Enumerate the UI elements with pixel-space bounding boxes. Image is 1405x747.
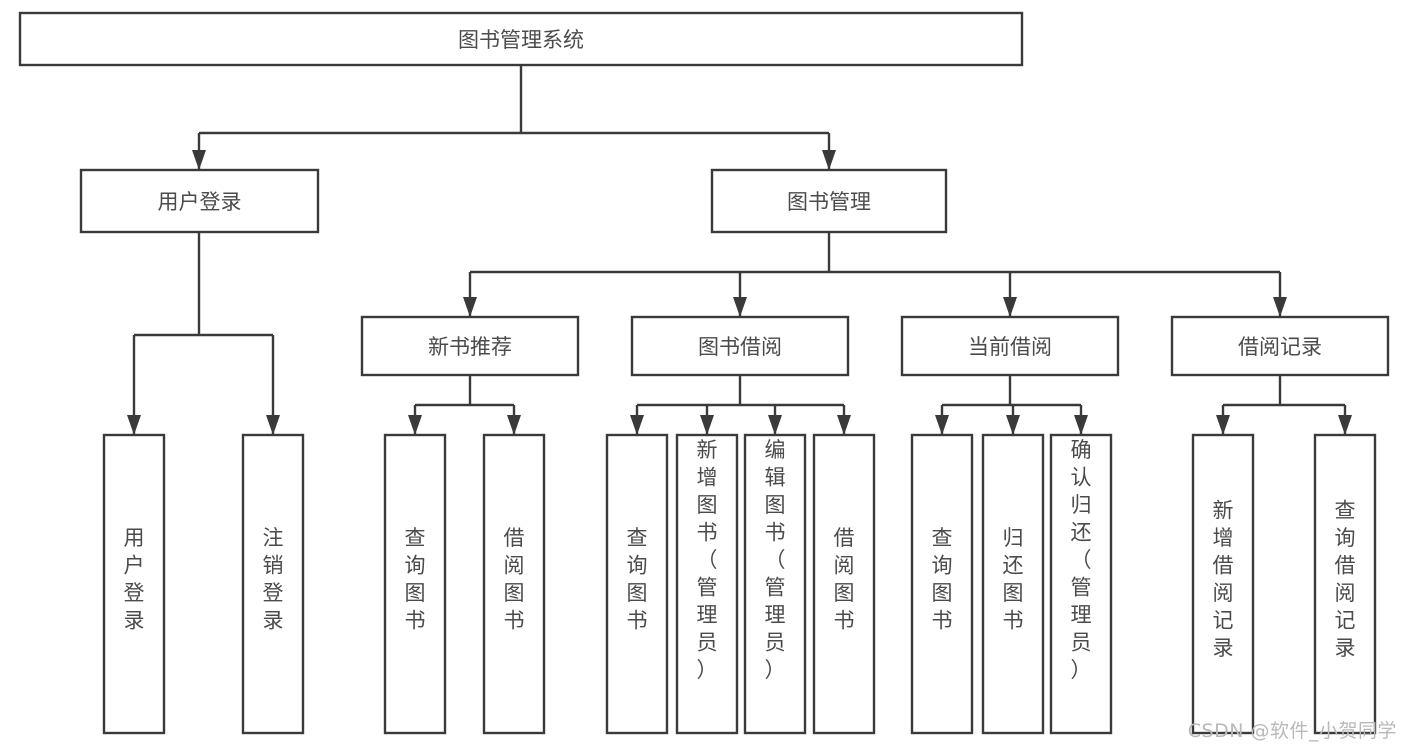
edge-arrowhead xyxy=(733,297,747,317)
node-label-borrow-record: 借阅记录 xyxy=(1238,335,1322,359)
node-box-leaf-borrow-add-book[interactable] xyxy=(675,433,739,735)
node-box-leaf-record-add[interactable] xyxy=(1191,433,1255,735)
node-leaf-rec-borrow-book[interactable]: 借阅图书 xyxy=(482,433,546,735)
edge-arrowhead xyxy=(630,415,644,435)
edge-arrowhead xyxy=(1273,297,1287,317)
node-current-borrow[interactable]: 当前借阅 xyxy=(900,315,1120,377)
node-leaf-record-add[interactable]: 新增借阅记录 xyxy=(1191,433,1255,735)
node-leaf-current-return-book[interactable]: 归还图书 xyxy=(981,433,1045,735)
node-label-leaf-user-logout: 注销登录 xyxy=(263,526,284,633)
node-box-leaf-current-return-book[interactable] xyxy=(981,433,1045,735)
node-box-leaf-current-query-book[interactable] xyxy=(910,433,974,735)
node-label-leaf-rec-query-book: 查询图书 xyxy=(405,526,426,633)
watermark-label: CSDN @软件_小贺同学 xyxy=(1187,720,1397,742)
node-leaf-borrow-add-book[interactable]: 新增图书（管理员） xyxy=(675,433,739,735)
node-leaf-borrow-edit-book[interactable]: 编辑图书（管理员） xyxy=(743,433,807,735)
node-box-leaf-borrow-query-book[interactable] xyxy=(605,433,669,735)
edge-arrowhead xyxy=(935,415,949,435)
edge-arrowhead xyxy=(768,415,782,435)
edge-group-book-manage-to-level2 xyxy=(463,232,1287,317)
edge-arrowhead xyxy=(1006,415,1020,435)
node-box-root[interactable] xyxy=(18,11,1024,67)
node-box-book-borrow[interactable] xyxy=(630,315,850,377)
node-leaf-rec-query-book[interactable]: 查询图书 xyxy=(383,433,447,735)
node-box-leaf-borrow-borrow-book[interactable] xyxy=(812,433,876,735)
edge-arrowhead xyxy=(463,297,477,317)
node-box-current-borrow[interactable] xyxy=(900,315,1120,377)
edge-group-borrow-record-to-leaves xyxy=(1216,375,1352,435)
edge-arrowhead xyxy=(192,150,206,170)
edge-group-current-borrow-to-leaves xyxy=(935,375,1088,435)
edge-arrowhead xyxy=(700,415,714,435)
node-label-leaf-rec-borrow-book: 借阅图书 xyxy=(504,526,525,633)
node-label-book-borrow: 图书借阅 xyxy=(698,335,782,359)
node-label-root: 图书管理系统 xyxy=(458,28,584,52)
node-box-new-book-rec[interactable] xyxy=(360,315,580,377)
edge-arrowhead xyxy=(507,415,521,435)
node-label-leaf-borrow-add-book: 新增图书（管理员） xyxy=(697,438,718,682)
node-box-book-manage[interactable] xyxy=(710,168,948,234)
node-box-leaf-user-logout[interactable] xyxy=(241,433,305,735)
edge-arrowhead xyxy=(127,415,141,435)
node-box-leaf-record-query[interactable] xyxy=(1313,433,1377,735)
node-label-current-borrow: 当前借阅 xyxy=(968,335,1052,359)
node-label-leaf-current-return-book: 归还图书 xyxy=(1003,526,1024,633)
node-new-book-rec[interactable]: 新书推荐 xyxy=(360,315,580,377)
node-leaf-user-logout[interactable]: 注销登录 xyxy=(241,433,305,735)
edge-arrowhead xyxy=(266,415,280,435)
node-label-leaf-user-login: 用户登录 xyxy=(124,526,145,633)
node-user-login[interactable]: 用户登录 xyxy=(79,168,320,234)
node-leaf-borrow-query-book[interactable]: 查询图书 xyxy=(605,433,669,735)
node-book-borrow[interactable]: 图书借阅 xyxy=(630,315,850,377)
node-box-leaf-borrow-edit-book[interactable] xyxy=(743,433,807,735)
edge-group-user-login-to-leaves xyxy=(127,232,280,435)
node-root[interactable]: 图书管理系统 xyxy=(18,11,1024,67)
edge-group-book-borrow-to-leaves xyxy=(630,375,851,435)
edge-group-new-book-rec-to-leaves xyxy=(408,375,521,435)
node-label-leaf-borrow-borrow-book: 借阅图书 xyxy=(834,526,855,633)
node-box-borrow-record[interactable] xyxy=(1170,315,1390,377)
node-box-leaf-rec-borrow-book[interactable] xyxy=(482,433,546,735)
edge-arrowhead xyxy=(837,415,851,435)
edge-arrowhead xyxy=(1074,415,1088,435)
node-label-user-login: 用户登录 xyxy=(158,190,242,214)
node-label-leaf-borrow-edit-book: 编辑图书（管理员） xyxy=(765,438,786,682)
node-box-leaf-rec-query-book[interactable] xyxy=(383,433,447,735)
edge-arrowhead xyxy=(822,150,836,170)
edge-group-root-to-level1 xyxy=(192,65,836,170)
nodes-layer: 图书管理系统用户登录图书管理新书推荐图书借阅当前借阅借阅记录用户登录注销登录查询… xyxy=(18,11,1390,735)
edge-arrowhead xyxy=(1003,297,1017,317)
node-leaf-record-query[interactable]: 查询借阅记录 xyxy=(1313,433,1377,735)
edge-arrowhead xyxy=(1216,415,1230,435)
edge-arrowhead xyxy=(408,415,422,435)
node-borrow-record[interactable]: 借阅记录 xyxy=(1170,315,1390,377)
edges-layer xyxy=(127,65,1352,435)
node-label-new-book-rec: 新书推荐 xyxy=(428,335,512,359)
node-box-leaf-current-confirm-return[interactable] xyxy=(1049,433,1113,735)
node-leaf-current-query-book[interactable]: 查询图书 xyxy=(910,433,974,735)
node-leaf-current-confirm-return[interactable]: 确认归还（管理员） xyxy=(1049,433,1113,735)
node-book-manage[interactable]: 图书管理 xyxy=(710,168,948,234)
node-leaf-user-login[interactable]: 用户登录 xyxy=(102,433,166,735)
node-leaf-borrow-borrow-book[interactable]: 借阅图书 xyxy=(812,433,876,735)
node-box-leaf-user-login[interactable] xyxy=(102,433,166,735)
node-label-leaf-record-add: 新增借阅记录 xyxy=(1213,498,1234,660)
node-label-book-manage: 图书管理 xyxy=(787,190,871,214)
node-label-leaf-record-query: 查询借阅记录 xyxy=(1335,498,1356,660)
edge-arrowhead xyxy=(1338,415,1352,435)
node-box-user-login[interactable] xyxy=(79,168,320,234)
node-label-leaf-current-confirm-return: 确认归还（管理员） xyxy=(1071,438,1092,682)
node-label-leaf-current-query-book: 查询图书 xyxy=(932,526,953,633)
node-label-leaf-borrow-query-book: 查询图书 xyxy=(627,526,648,633)
